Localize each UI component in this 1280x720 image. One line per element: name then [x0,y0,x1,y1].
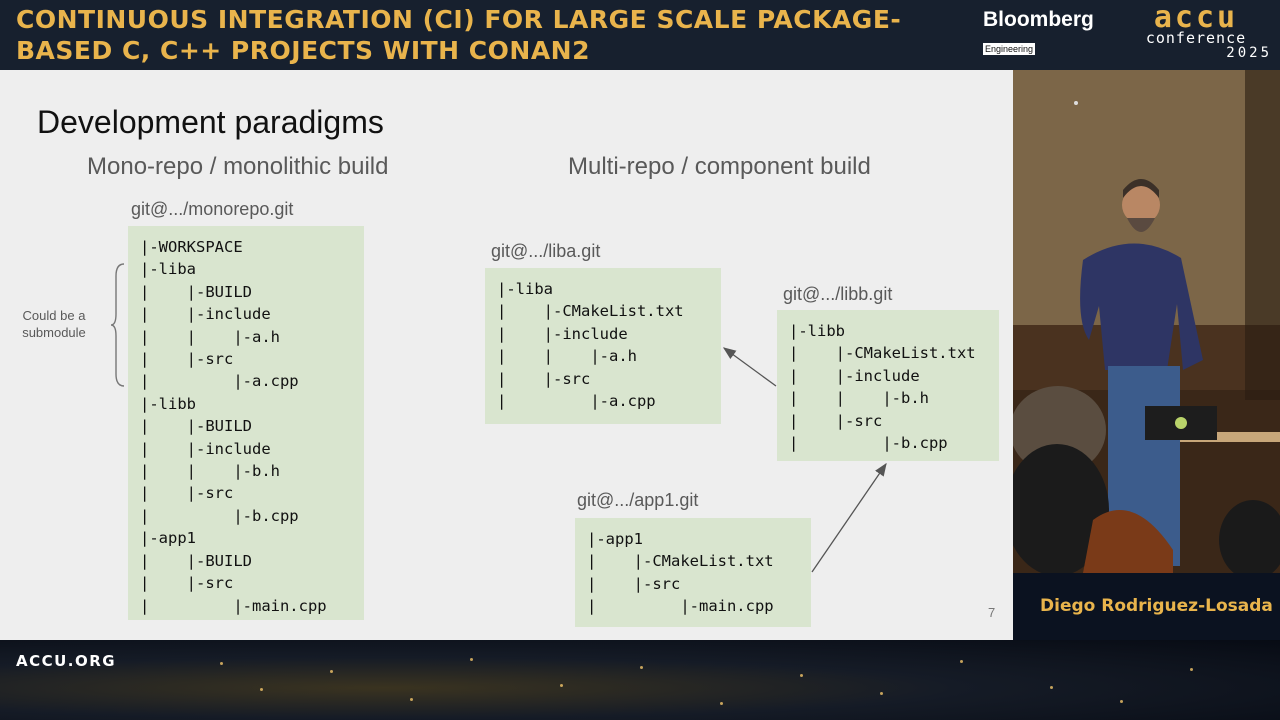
tree-line: |-libb [140,394,196,413]
sponsor-logo-sub: Engineering [983,43,1036,55]
libb-tree: |-libb | |-CMakeList.txt | |-include | | |-… [777,310,999,461]
mono-repo-heading: Mono-repo / monolithic build [87,153,389,180]
liba-tree: |-liba | |-CMakeList.txt | |-include | | |-… [485,268,721,424]
tree-line: |-app1 [587,530,643,548]
tree-line: | |-BUILD [140,282,252,301]
submodule-note: Could be a submodule [22,308,86,340]
tree-line: | |-CMakeList.txt [789,344,976,363]
tree-line: | |-main.cpp [587,597,774,616]
tree-line: | | |-a.h [497,347,637,366]
conference-logo: accu conference 2025 [1120,0,1272,61]
multi-repo-heading: Multi-repo / component build [568,153,871,180]
tree-line: | |-src [140,484,234,503]
tree-line: | | |-b.h [140,462,280,481]
tree-line: | |-include [140,305,271,324]
liba-label: git@.../liba.git [491,241,601,261]
title-banner: CONTINUOUS INTEGRATION (CI) FOR LARGE SC… [0,0,1280,70]
app1-tree: |-app1 | |-CMakeList.txt | |-src | |-main.c… [575,518,811,627]
app1-label: git@.../app1.git [577,490,699,510]
tree-line: | |-CMakeList.txt [497,302,684,321]
tree-line: | |-src [587,574,681,593]
app1-to-libb-arrow [811,462,887,573]
tree-line: | | |-b.h [789,389,929,408]
libb-label: git@.../libb.git [783,284,893,304]
tree-line: | |-src [140,574,234,593]
tree-line: | |-b.cpp [789,434,948,453]
site-logo: ACCU.ORG [16,652,117,670]
slide: Development paradigms Mono-repo / monoli… [0,70,1013,640]
conference-logo-year: 2025 [1226,45,1272,61]
tree-line: | |-include [497,324,628,343]
conference-logo-main: accu [1153,0,1239,35]
sponsor-logo: Bloomberg [983,8,1094,31]
tree-line: | |-src [140,350,234,369]
speaker-video [1013,70,1280,573]
curly-brace-icon [110,263,125,387]
tree-line: | |-main.cpp [140,596,327,615]
tree-line: |-libb [789,322,845,340]
tree-line: | |-src [497,369,591,388]
footer-strip: ACCU.ORG [0,640,1280,720]
conference-logo-sub: conference [1145,29,1247,47]
speaker-photo [1013,70,1280,573]
slide-title: Development paradigms [37,104,384,140]
tree-line: |-liba [140,260,196,279]
speaker-name: Diego Rodriguez-Losada [1040,596,1273,616]
tree-line: | |-BUILD [140,417,252,436]
tree-line: |-WORKSPACE [140,238,243,256]
tree-line: | | |-a.h [140,327,280,346]
tree-line: |-liba [497,280,553,298]
monorepo-tree: |-WORKSPACE |-liba | |-BUILD | |-include | |… [128,226,364,620]
monorepo-label: git@.../monorepo.git [131,199,294,219]
tree-line: | |-b.cpp [140,506,299,525]
tree-line: | |-include [789,366,920,385]
libb-to-liba-arrow [722,347,777,387]
tree-line: | |-src [789,411,883,430]
tree-line: | |-CMakeList.txt [587,552,774,571]
tree-line: |-app1 [140,529,196,548]
page-number: 7 [988,605,996,620]
talk-title: CONTINUOUS INTEGRATION (CI) FOR LARGE SC… [16,5,902,65]
tree-line: | |-a.cpp [140,372,299,391]
dependency-arrows [722,347,887,573]
tree-line: | |-a.cpp [497,392,656,411]
tree-line: | |-include [140,439,271,458]
tree-line: | |-BUILD [140,551,252,570]
